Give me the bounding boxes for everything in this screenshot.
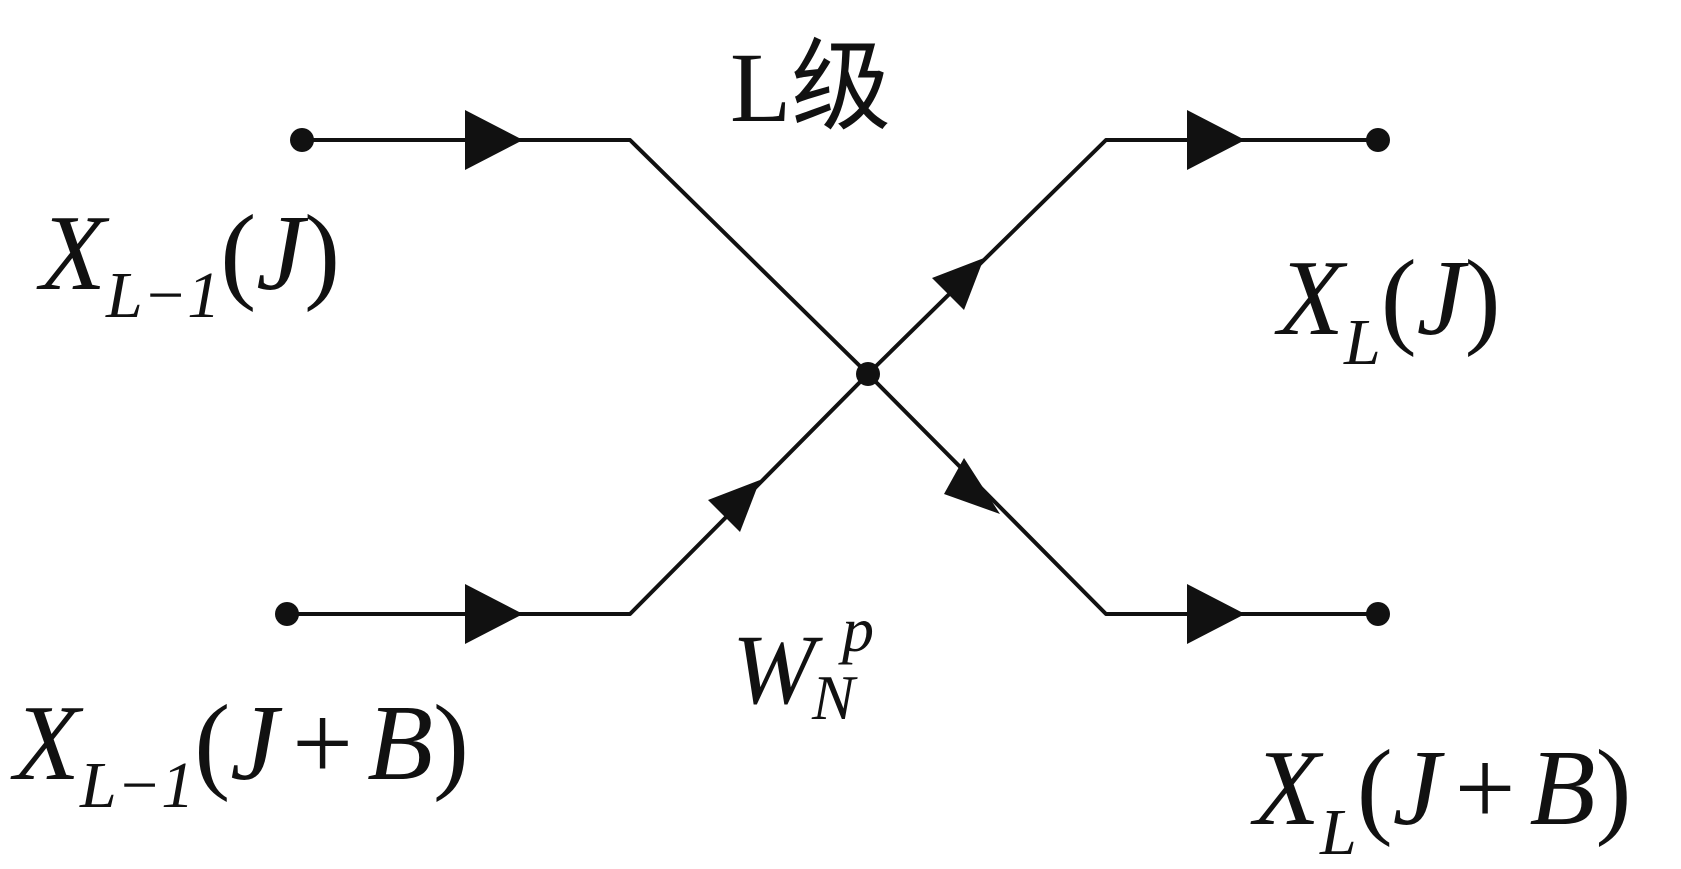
arrow-diag-up-right (932, 258, 984, 310)
output-label-top: XL(J) (1278, 245, 1501, 376)
twiddle-sup: p (842, 594, 874, 665)
output-node-bottom (1366, 602, 1390, 626)
twiddle-factor-label: W p N (732, 598, 912, 730)
label-plus: + (1454, 729, 1516, 848)
label-close-paren: ) (1464, 239, 1501, 358)
label-j: J (1392, 729, 1441, 848)
label-b: B (367, 684, 434, 803)
input-node-top (290, 128, 314, 152)
output-node-top (1366, 128, 1390, 152)
label-sub: L−1 (105, 259, 221, 332)
label-sub: L (1343, 306, 1381, 379)
label-j: J (1416, 239, 1465, 358)
center-node (856, 362, 880, 386)
label-close-paren: ) (433, 684, 470, 803)
label-x: X (40, 194, 106, 313)
label-close-paren: ) (304, 194, 341, 313)
label-j: J (256, 194, 305, 313)
input-label-top: XL−1(J) (40, 200, 340, 329)
label-x: X (14, 684, 80, 803)
twiddle-sub: N (812, 662, 855, 733)
label-j: J (230, 684, 279, 803)
arrow-output-top (1187, 110, 1245, 170)
arrow-output-bottom (1187, 584, 1245, 644)
arrow-input-bottom (465, 584, 523, 644)
input-label-bottom: XL−1(J+B) (14, 690, 469, 819)
label-open-paren: ( (1380, 239, 1417, 358)
top-input-branch (300, 138, 1380, 376)
arrow-diag-down-right (944, 458, 1000, 514)
label-b: B (1529, 729, 1596, 848)
label-open-paren: ( (194, 684, 231, 803)
output-label-bottom: XL(J+B) (1254, 735, 1631, 866)
label-plus: + (292, 684, 354, 803)
label-x: X (1254, 729, 1320, 848)
label-open-paren: ( (1356, 729, 1393, 848)
arrow-input-top (465, 110, 523, 170)
bottom-input-branch (285, 372, 1380, 616)
label-sub: L−1 (79, 749, 195, 822)
label-sub: L (1319, 796, 1357, 869)
label-x: X (1278, 239, 1344, 358)
label-open-paren: ( (220, 194, 257, 313)
input-node-bottom (275, 602, 299, 626)
twiddle-w: W (732, 614, 816, 725)
arrow-diag-lower-left (708, 480, 760, 532)
stage-title: L级 (730, 32, 892, 143)
label-close-paren: ) (1595, 729, 1632, 848)
